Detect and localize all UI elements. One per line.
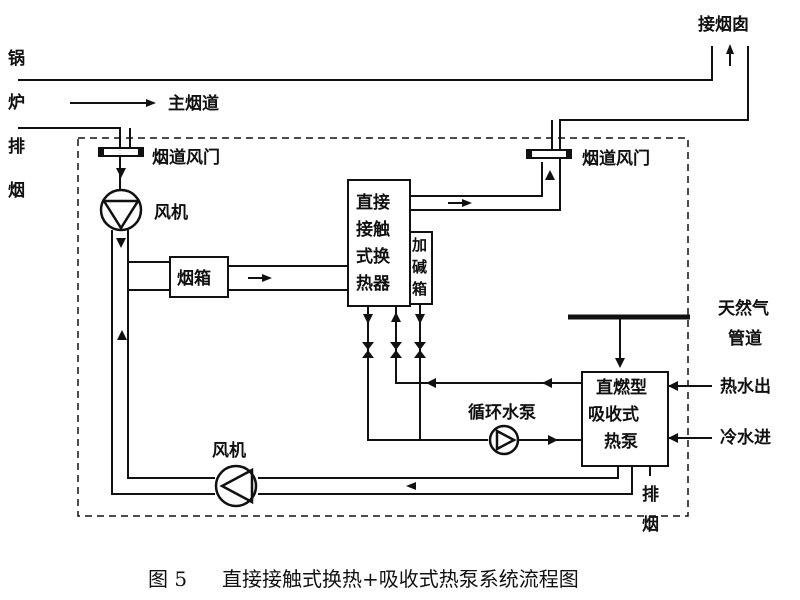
- circulating-pump-icon: [495, 428, 517, 452]
- pipe-c-arrow: [415, 314, 425, 324]
- chimney-arrow-head: [726, 44, 734, 54]
- gas-label-1: 天然气: [718, 298, 769, 319]
- chimney-return-duct: [410, 46, 749, 211]
- left-damper-arrow: [116, 168, 126, 178]
- alkali-label-1: 加: [411, 236, 427, 254]
- dchx-outlet-arrow-head: [462, 199, 472, 207]
- boiler-exhaust-label-3: 排: [8, 136, 25, 157]
- hp-label-2: 吸收式: [588, 404, 639, 425]
- top-fan-label: 风机: [154, 202, 188, 223]
- exhaust-label-1: 排: [642, 484, 659, 505]
- dchx-box: [347, 179, 411, 307]
- boiler-exhaust-label-4: 烟: [8, 180, 25, 201]
- dchx-pipe-b: [395, 306, 582, 384]
- top-fan-icon: [101, 199, 141, 231]
- bottom-fan-icon: [219, 467, 254, 505]
- hp-exhaust-outer: [258, 466, 619, 479]
- return-arrow-1: [426, 378, 436, 388]
- figure-number: 图 5: [148, 567, 187, 591]
- exhaust-label-2: 烟: [642, 514, 659, 535]
- hp-label-1: 直燃型: [596, 377, 647, 398]
- left-return-arrow: [117, 330, 127, 340]
- alkali-label-2: 碱: [412, 258, 427, 276]
- figure-title: 直接接触式换热+吸收式热泵系统流程图: [222, 567, 579, 591]
- bottom-fan-label: 风机: [212, 440, 246, 461]
- hp-exhaust-arrow: [406, 482, 416, 490]
- smoke-box: [169, 256, 229, 298]
- boiler-exhaust-label-2: 炉: [8, 92, 25, 113]
- left-vertical-duct-inner: [127, 230, 215, 479]
- hot-water-out-arrow: [668, 381, 678, 391]
- dchx-label-2: 接触: [356, 219, 390, 240]
- gas-feed-arrow: [615, 358, 625, 368]
- main-flue-arrow-head: [146, 99, 156, 107]
- pipe-a-arrow: [363, 314, 373, 324]
- dchx-label-3: 式换: [356, 246, 391, 267]
- dchx-label-4: 热器: [356, 273, 391, 294]
- hp-exhaust-inner: [258, 466, 633, 495]
- boiler-exhaust-label-1: 锅: [8, 48, 25, 69]
- valve-b: [390, 342, 402, 358]
- top-fan-arrow: [116, 238, 126, 248]
- chimney-label: 接烟囱: [698, 14, 749, 35]
- return-arrow-2: [542, 378, 552, 388]
- top-fan: [99, 188, 143, 232]
- hp-label-3: 热泵: [604, 431, 638, 452]
- right-damper-arrow: [545, 170, 555, 180]
- bottom-fan: [214, 464, 258, 508]
- pump-label: 循环水泵: [468, 402, 536, 423]
- valve-a: [362, 342, 374, 358]
- main-flue-label: 主烟道: [168, 93, 219, 114]
- cold-water-in-arrow: [668, 433, 678, 443]
- dchx-outlet-duct: [410, 162, 543, 197]
- smokebox-arrow-head: [262, 274, 272, 282]
- pipe-b-arrow: [391, 312, 401, 322]
- left-damper-inner: [104, 149, 138, 155]
- left-damper-label: 烟道风门: [152, 147, 220, 168]
- hot-water-out-label: 热水出: [720, 376, 771, 397]
- alkali-label-3: 箱: [412, 280, 427, 298]
- smoke-box-label: 烟箱: [177, 268, 211, 289]
- left-vertical-duct-outer: [111, 230, 215, 495]
- system-boundary: [77, 137, 689, 517]
- cold-water-in-label: 冷水进: [720, 427, 771, 448]
- heat-pump-box: [581, 371, 669, 467]
- gas-label-2: 管道: [728, 328, 762, 349]
- main-flue-duct: [18, 46, 713, 81]
- dchx-label-1: 直接: [356, 192, 390, 213]
- pump-to-hp-arrow: [548, 435, 558, 445]
- valve-c: [414, 342, 426, 358]
- right-damper-label: 烟道风门: [582, 148, 650, 169]
- right-damper-inner: [532, 151, 566, 157]
